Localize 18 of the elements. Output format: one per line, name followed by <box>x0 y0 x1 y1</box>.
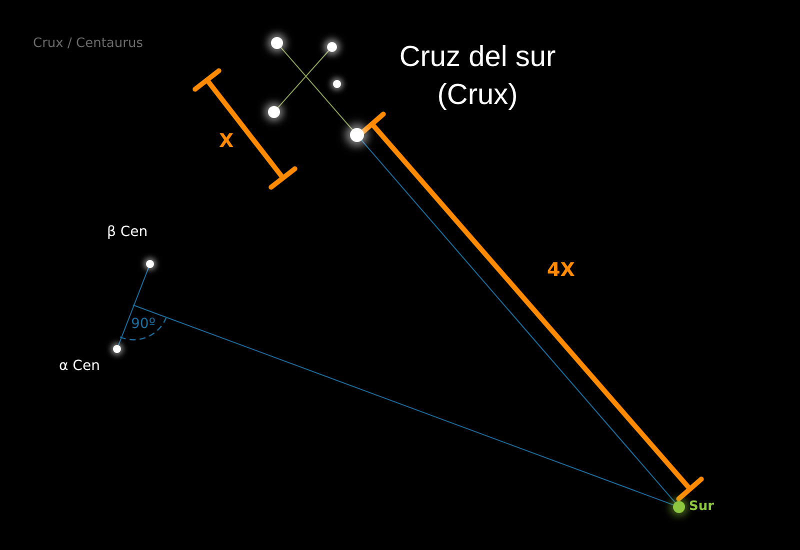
connector-line <box>280 47 353 130</box>
connector-line <box>278 50 330 108</box>
caption-text: Crux / Centaurus <box>33 36 143 51</box>
star-dot <box>327 42 337 52</box>
star-dot <box>268 106 280 118</box>
dimension-label: 4X <box>547 259 575 281</box>
angle-label: 90º <box>131 316 156 332</box>
star-label: α Cen <box>59 358 100 374</box>
star-label: Sur <box>689 499 714 514</box>
dimension-label: X <box>219 130 234 152</box>
star-label: β Cen <box>107 224 148 240</box>
star-dot <box>333 80 341 88</box>
star-dot <box>350 128 364 142</box>
title: Cruz del sur (Crux) <box>398 40 557 113</box>
connector-line <box>118 267 150 346</box>
connector-line <box>361 140 676 503</box>
star-dot <box>271 37 283 49</box>
connector-line <box>132 304 674 506</box>
